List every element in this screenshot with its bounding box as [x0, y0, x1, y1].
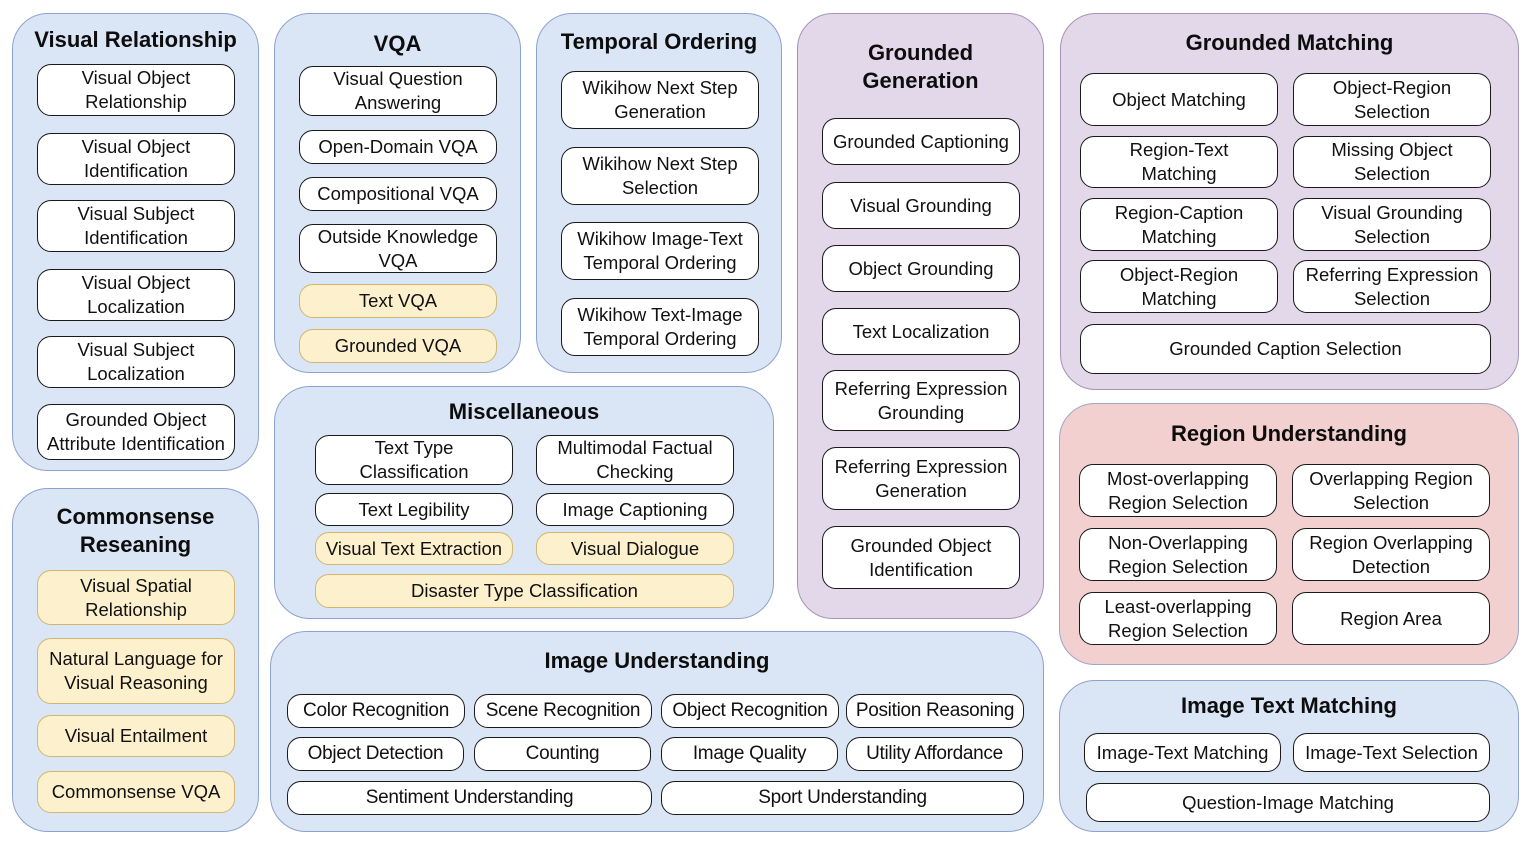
group-image-understanding: Image Understanding Color Recognition Sc… — [270, 631, 1044, 832]
task-item: Sport Understanding — [661, 781, 1024, 815]
group-commonsense-reasoning: Commonsense Reseaning Visual Spatial Rel… — [12, 488, 259, 832]
group-visual-relationship: Visual Relationship Visual Object Relati… — [12, 13, 259, 471]
task-item: Multimodal Factual Checking — [536, 435, 734, 485]
group-image-text-matching: Image Text Matching Image-Text Matching … — [1059, 680, 1519, 832]
task-item: Wikihow Next Step Generation — [561, 71, 759, 129]
task-item: Visual Subject Identification — [37, 200, 235, 252]
task-item: Wikihow Image-Text Temporal Ordering — [561, 222, 759, 280]
task-item: Referring Expression Generation — [822, 447, 1020, 510]
task-item: Color Recognition — [287, 694, 465, 728]
task-item: Referring Expression Selection — [1293, 260, 1491, 313]
task-item: Visual Entailment — [37, 715, 235, 757]
task-item: Outside Knowledge VQA — [299, 224, 497, 273]
task-item: Grounded VQA — [299, 329, 497, 363]
task-item: Non-Overlapping Region Selection — [1079, 528, 1277, 581]
group-title: Commonsense Reseaning — [56, 504, 215, 557]
task-item: Commonsense VQA — [37, 771, 235, 813]
group-temporal-ordering: Temporal Ordering Wikihow Next Step Gene… — [536, 13, 782, 373]
group-title: Image Understanding — [544, 648, 770, 673]
task-item: Wikihow Text-Image Temporal Ordering — [561, 298, 759, 356]
task-item: Counting — [474, 737, 651, 771]
group-grounded-matching: Grounded Matching Object Matching Object… — [1060, 13, 1519, 390]
task-item: Missing Object Selection — [1293, 136, 1491, 188]
group-title: Image Text Matching — [1181, 693, 1397, 718]
task-item: Question-Image Matching — [1086, 783, 1490, 822]
group-title: Region Understanding — [1171, 421, 1407, 446]
task-item: Region-Caption Matching — [1080, 198, 1278, 251]
task-item: Object Detection — [287, 737, 464, 771]
task-item: Referring Expression Grounding — [822, 370, 1020, 431]
task-item: Region Area — [1292, 592, 1490, 645]
task-item: Position Reasoning — [846, 694, 1024, 728]
task-item: Text Legibility — [315, 493, 513, 526]
task-item: Visual Question Answering — [299, 66, 497, 116]
task-item: Image Quality — [661, 737, 838, 771]
task-item: Grounded Object Attribute Identification — [37, 404, 235, 460]
task-item: Overlapping Region Selection — [1292, 464, 1490, 517]
task-item: Scene Recognition — [474, 694, 652, 728]
task-item: Visual Grounding Selection — [1293, 198, 1491, 251]
task-item: Most-overlapping Region Selection — [1079, 464, 1277, 517]
task-item: Object Recognition — [661, 694, 839, 728]
task-item: Sentiment Understanding — [287, 781, 652, 815]
task-item: Grounded Caption Selection — [1080, 324, 1491, 374]
task-item: Visual Dialogue — [536, 532, 734, 565]
task-item: Image-Text Selection — [1293, 733, 1490, 772]
task-item: Text Localization — [822, 308, 1020, 355]
task-item: Utility Affordance — [846, 737, 1023, 771]
group-vqa: VQA Visual Question Answering Open-Domai… — [274, 13, 521, 373]
group-region-understanding: Region Understanding Most-overlapping Re… — [1059, 403, 1519, 665]
task-item: Visual Subject Localization — [37, 336, 235, 388]
task-item: Least-overlapping Region Selection — [1079, 592, 1277, 645]
group-grounded-generation: Grounded Generation Grounded Captioning … — [797, 13, 1044, 619]
task-item: Image Captioning — [536, 493, 734, 526]
group-title: Visual Relationship — [34, 27, 237, 52]
task-item: Visual Spatial Relationship — [37, 570, 235, 625]
group-title: Miscellaneous — [448, 399, 600, 424]
task-item: Image-Text Matching — [1084, 733, 1281, 772]
task-item: Open-Domain VQA — [299, 130, 497, 164]
task-item: Wikihow Next Step Selection — [561, 147, 759, 205]
task-item: Visual Grounding — [822, 182, 1020, 229]
task-item: Visual Text Extraction — [315, 532, 513, 565]
task-item: Object-Region Selection — [1293, 73, 1491, 126]
task-item: Visual Object Localization — [37, 269, 235, 321]
task-item: Object Matching — [1080, 73, 1278, 126]
task-item: Visual Object Identification — [37, 133, 235, 185]
task-item: Text Type Classification — [315, 435, 513, 485]
task-item: Object Grounding — [822, 245, 1020, 292]
group-title: Grounded Generation — [862, 40, 979, 93]
task-item: Compositional VQA — [299, 177, 497, 211]
task-item: Visual Object Relationship — [37, 64, 235, 116]
group-miscellaneous: Miscellaneous Text Type Classification M… — [274, 386, 774, 619]
task-item: Region Overlapping Detection — [1292, 528, 1490, 581]
group-title: Grounded Matching — [1185, 30, 1394, 55]
task-item: Disaster Type Classification — [315, 574, 734, 608]
task-item: Text VQA — [299, 284, 497, 318]
task-item: Natural Language for Visual Reasoning — [37, 638, 235, 704]
group-title: Temporal Ordering — [560, 29, 758, 54]
task-item: Grounded Object Identification — [822, 526, 1020, 589]
group-title: VQA — [373, 31, 422, 56]
task-item: Grounded Captioning — [822, 118, 1020, 165]
task-item: Region-Text Matching — [1080, 136, 1278, 188]
task-item: Object-Region Matching — [1080, 260, 1278, 313]
